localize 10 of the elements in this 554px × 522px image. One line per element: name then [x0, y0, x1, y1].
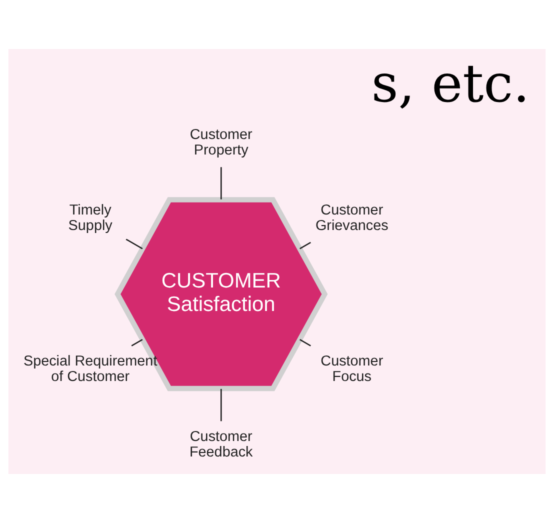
node-text: Customer Property [190, 126, 252, 158]
label: s, etc. [371, 52, 530, 114]
connector [220, 166, 222, 199]
connector [126, 238, 143, 249]
node-text: Timely Supply [68, 202, 112, 234]
connector [131, 338, 143, 346]
connector [300, 338, 311, 346]
connector [220, 388, 222, 421]
node-text: Customer Feedback [189, 428, 253, 460]
connector [300, 241, 311, 249]
